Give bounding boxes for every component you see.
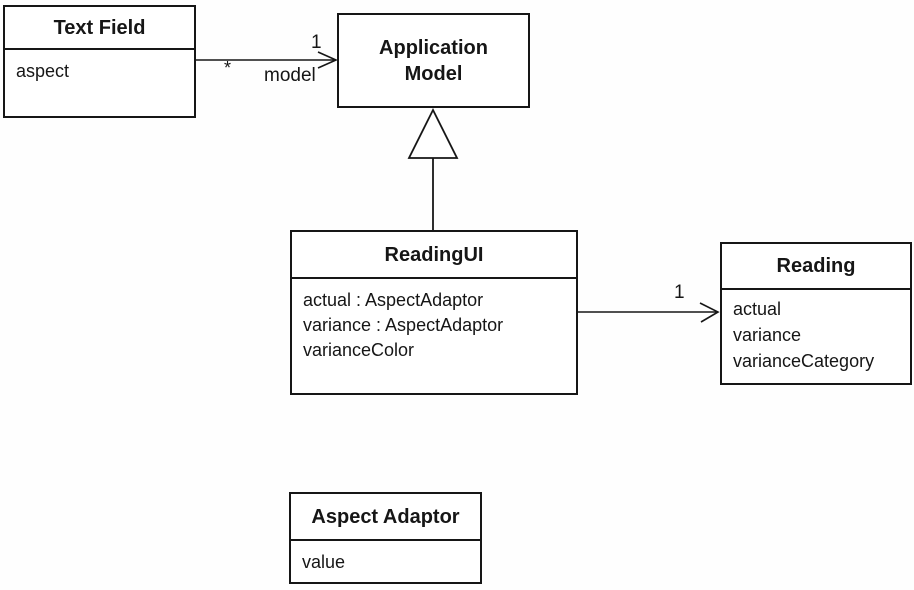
multiplicity-label: 1 bbox=[674, 282, 685, 303]
class-box-application-model: Application Model bbox=[337, 13, 530, 108]
class-title: Aspect Adaptor bbox=[291, 494, 480, 541]
attribute-row: varianceCategory bbox=[733, 351, 875, 371]
class-attributes: value bbox=[291, 541, 480, 575]
attribute-row: variance : AspectAdaptor bbox=[303, 315, 504, 335]
attribute-row: actual : AspectAdaptor bbox=[303, 290, 484, 310]
class-title: Reading bbox=[722, 244, 910, 290]
class-box-text-field: Text Field aspect bbox=[3, 5, 196, 118]
attribute-row: value bbox=[302, 552, 346, 572]
class-title: Text Field bbox=[5, 7, 194, 50]
role-label: model bbox=[264, 65, 316, 86]
multiplicity-label: 1 bbox=[311, 32, 322, 53]
open-arrowhead-icon bbox=[317, 51, 338, 69]
class-box-aspect-adaptor: Aspect Adaptor value bbox=[289, 492, 482, 584]
class-title: Application Model bbox=[379, 36, 488, 85]
association-readingui-reading bbox=[578, 302, 720, 323]
class-title: ReadingUI bbox=[292, 232, 576, 279]
attribute-row: varianceColor bbox=[303, 340, 415, 360]
generalization-readingui-applicationmodel bbox=[407, 107, 459, 230]
attribute-row: aspect bbox=[16, 61, 70, 81]
attribute-row: actual bbox=[733, 299, 782, 319]
class-attributes: aspect bbox=[5, 50, 194, 84]
multiplicity-label: * bbox=[224, 58, 232, 78]
open-arrowhead-icon bbox=[699, 302, 720, 323]
class-attributes: actual : AspectAdaptor variance : Aspect… bbox=[292, 279, 576, 363]
inheritance-triangle-icon bbox=[407, 107, 459, 159]
class-box-reading: Reading actual variance varianceCategory bbox=[720, 242, 912, 385]
class-attributes: actual variance varianceCategory bbox=[722, 290, 910, 374]
class-box-readingui: ReadingUI actual : AspectAdaptor varianc… bbox=[290, 230, 578, 395]
attribute-row: variance bbox=[733, 325, 802, 345]
